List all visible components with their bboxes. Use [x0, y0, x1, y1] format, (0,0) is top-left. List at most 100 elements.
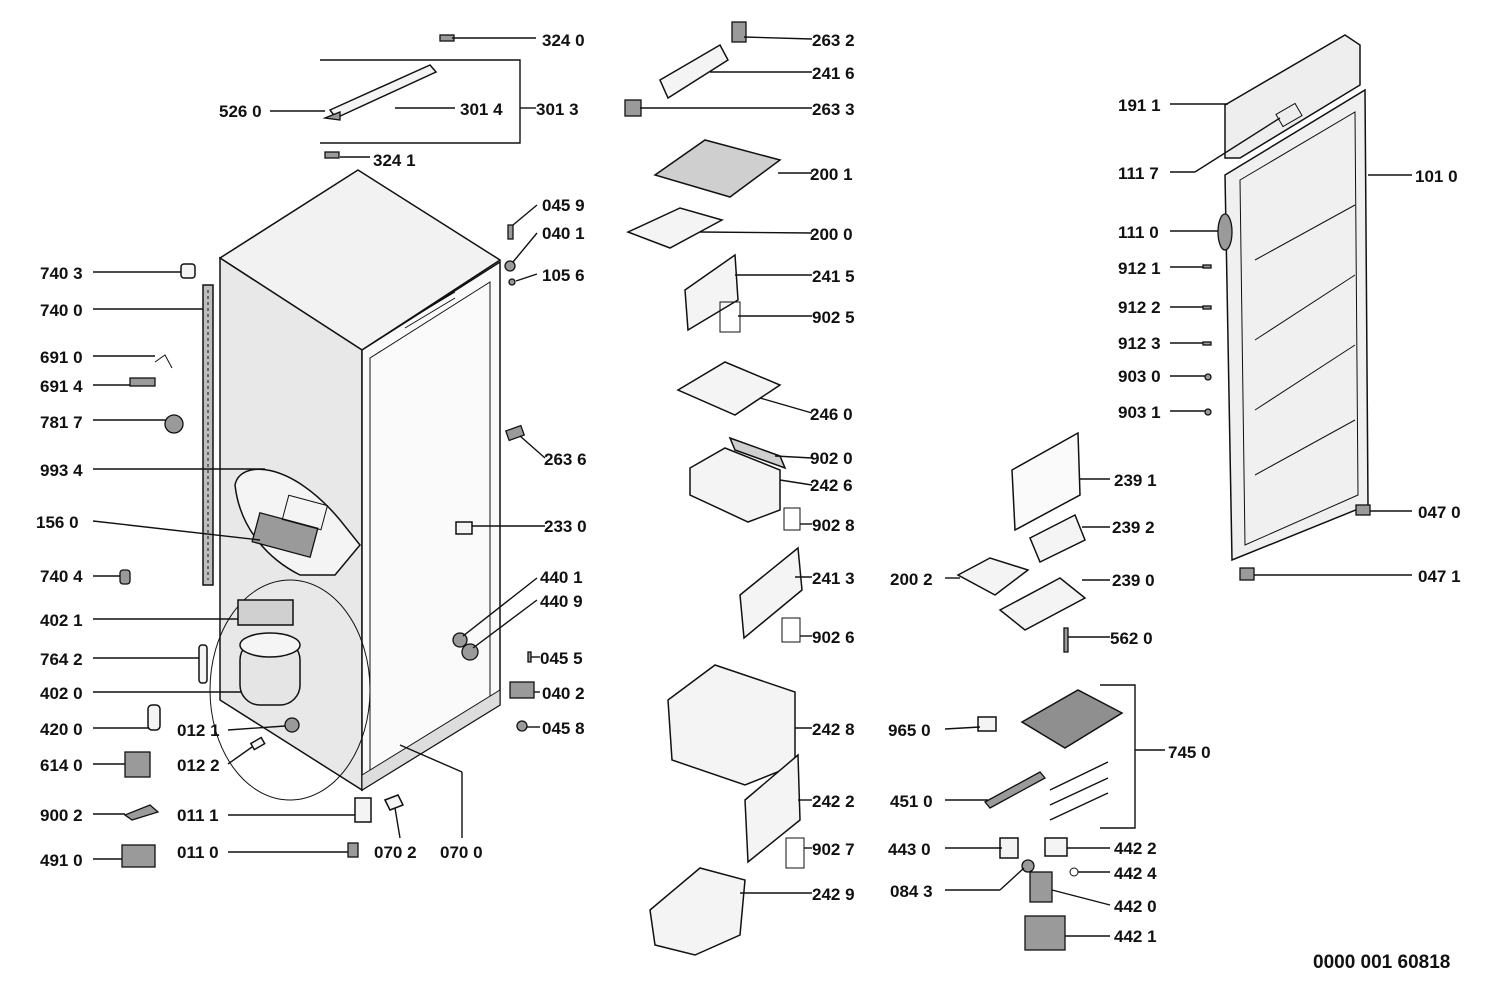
label-4021: 402 1 [40, 611, 83, 630]
bracket-lines [320, 59, 1136, 829]
label-6914: 691 4 [40, 377, 83, 396]
label-9025: 902 5 [812, 308, 855, 327]
label-6910: 691 0 [40, 348, 83, 367]
label-0702: 070 2 [374, 843, 417, 862]
label-9934: 993 4 [40, 461, 83, 480]
label-2001: 200 1 [810, 165, 853, 184]
label-4910: 491 0 [40, 851, 83, 870]
part-5620-icon [1063, 627, 1069, 653]
part-2415-icon [684, 253, 739, 332]
label-1110: 111 0 [1118, 223, 1159, 242]
label-2000: 200 0 [810, 225, 853, 244]
label-2415: 241 5 [812, 267, 855, 286]
part-9026-icon [781, 617, 801, 643]
label-4510: 451 0 [890, 792, 933, 811]
part-9650-icon [977, 716, 997, 732]
compressor [237, 599, 301, 706]
part-0843-icon [1021, 859, 1035, 873]
middle-column-parts [624, 21, 805, 956]
label-9027: 902 7 [812, 840, 855, 859]
label-1117: 111 7 [1118, 164, 1159, 183]
part-9025-icon [719, 301, 741, 333]
label-2426: 242 6 [810, 476, 853, 495]
label-2632: 263 2 [812, 31, 855, 50]
part-4424-icon [1069, 867, 1079, 877]
part-7403-icon [180, 263, 196, 279]
part-4430-icon [999, 837, 1019, 859]
part-2460-icon [676, 361, 782, 416]
part-4200-icon [147, 704, 161, 731]
label-9002: 900 2 [40, 806, 83, 825]
label-5620: 562 0 [1110, 629, 1153, 648]
part-2632-icon [731, 21, 747, 43]
label-0121: 012 1 [177, 721, 220, 740]
part-0470-icon [1355, 504, 1371, 516]
part-7642-icon [198, 644, 208, 684]
part-3014-icon [328, 64, 438, 119]
label-9028: 902 8 [812, 516, 855, 535]
label-0455: 045 5 [540, 649, 583, 668]
part-0471-icon [1239, 567, 1255, 581]
label-4422: 442 2 [1114, 839, 1157, 858]
label-9122: 912 2 [1118, 298, 1161, 317]
label-0111: 011 1 [177, 806, 219, 825]
label-7817: 781 7 [40, 413, 83, 432]
label-4200: 420 0 [40, 720, 83, 739]
label-9650: 965 0 [888, 721, 931, 740]
label-2416: 241 6 [812, 64, 855, 83]
part-6910-icon [154, 354, 173, 369]
small-parts [119, 34, 535, 868]
label-2413: 241 3 [812, 569, 855, 588]
label-2390: 239 0 [1112, 571, 1155, 590]
left-gasket-strip [202, 284, 214, 586]
compressor-zoom-circle [209, 579, 371, 801]
leader-lines [92, 36, 1412, 937]
label-4409: 440 9 [540, 592, 583, 611]
label-9123: 912 3 [1118, 334, 1161, 353]
part-labels: 324 0 301 3 526 0 301 4 324 1 045 9 040 … [36, 31, 1461, 973]
label-2391: 239 1 [1114, 471, 1157, 490]
drawing-number: 0000 001 60818 [1313, 952, 1450, 973]
part-2633-icon [624, 99, 642, 117]
control-panel [234, 468, 361, 576]
part-0121-icon [284, 717, 300, 733]
part-2392-icon [1029, 513, 1086, 564]
part-5260-icon [322, 111, 341, 121]
label-9026: 902 6 [812, 628, 855, 647]
label-1911: 191 1 [1118, 96, 1161, 115]
part-9121-icon [1202, 264, 1212, 269]
label-0700: 070 0 [440, 843, 483, 862]
part-2391-icon [1011, 431, 1081, 532]
part-1911-icon [1224, 34, 1361, 159]
part-2413-icon [739, 546, 803, 640]
part-1110-icon [1217, 213, 1233, 251]
part-7450-icon [1020, 689, 1124, 749]
label-7400: 740 0 [40, 301, 83, 320]
label-3241: 324 1 [373, 151, 416, 170]
label-0459: 045 9 [542, 196, 585, 215]
label-2422: 242 2 [812, 792, 855, 811]
label-0401: 040 1 [542, 224, 585, 243]
label-4421: 442 1 [1114, 927, 1157, 946]
part-0111-icon [354, 797, 372, 823]
label-1560: 156 0 [36, 513, 79, 532]
part-4420-icon [1029, 871, 1053, 903]
part-9027-icon [785, 837, 805, 869]
part-3241-icon [324, 151, 340, 159]
part-4910-icon [121, 844, 156, 868]
part-1117-icon [1275, 102, 1303, 128]
label-6140: 614 0 [40, 756, 83, 775]
part-9028-icon [783, 507, 801, 531]
label-4420: 442 0 [1114, 897, 1157, 916]
part-0401-icon [504, 260, 516, 272]
part-6914-icon [129, 377, 156, 387]
label-5260: 526 0 [219, 102, 262, 121]
part-0122-icon [249, 736, 266, 751]
part-2426-icon [689, 447, 781, 523]
label-2330: 233 0 [544, 517, 587, 536]
part-4421-icon [1024, 915, 1066, 951]
part-4401-icon [452, 632, 468, 648]
label-0470: 047 0 [1418, 503, 1461, 522]
label-2633: 263 3 [812, 100, 855, 119]
